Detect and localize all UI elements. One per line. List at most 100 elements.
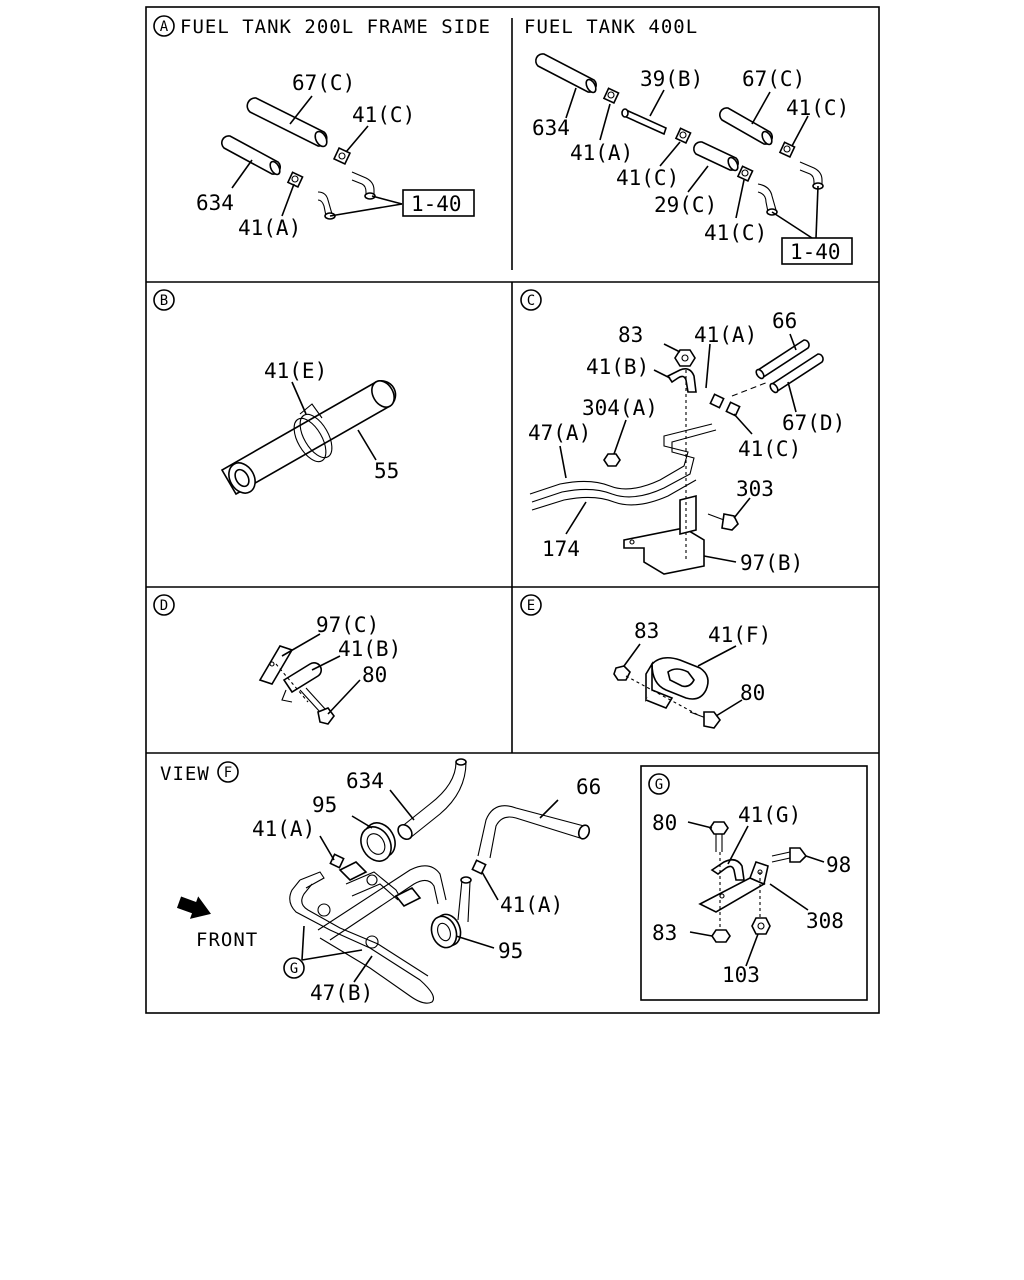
label-1-40: 1-40 xyxy=(790,240,841,264)
nut-83-icon xyxy=(711,929,731,943)
clamp-41c-icon xyxy=(725,401,741,417)
callout-g-circle xyxy=(283,957,305,979)
bolt-80-icon xyxy=(689,711,721,729)
clamp-41b-icon xyxy=(666,368,697,393)
front-arrow-icon xyxy=(176,896,211,919)
label-174: 174 xyxy=(542,537,580,561)
label-41g: 41(G) xyxy=(738,803,801,827)
panel-a-circle xyxy=(153,15,175,37)
nut-83-icon xyxy=(613,665,631,681)
label-83: 83 xyxy=(652,921,677,945)
label-80: 80 xyxy=(652,811,677,835)
hose-66-icon xyxy=(477,805,591,859)
callout-g-letter: G xyxy=(290,961,298,977)
label-95: 95 xyxy=(312,793,337,817)
pipe-39b-icon xyxy=(621,108,667,136)
label-67c: 67(C) xyxy=(292,71,355,95)
panel-e: E 83 41(F) 80 xyxy=(520,594,771,729)
label-41c: 41(C) xyxy=(352,103,415,127)
bent-hose-icon xyxy=(757,161,824,216)
panel-b: B 41(E) 55 xyxy=(153,289,399,496)
pipe-634-icon xyxy=(220,135,282,176)
label-41b: 41(B) xyxy=(338,637,401,661)
clamp-41c-icon xyxy=(736,165,754,183)
label-97b: 97(B) xyxy=(740,551,803,575)
panel-b-circle xyxy=(153,289,175,311)
grommet-95-icon xyxy=(360,822,396,862)
bracket-308-icon xyxy=(698,860,769,913)
panel-c-circle xyxy=(520,289,542,311)
pipe-634-icon xyxy=(534,53,598,94)
panel-f-circle xyxy=(217,761,239,783)
label-41c: 41(C) xyxy=(616,166,679,190)
label-634: 634 xyxy=(532,116,570,140)
label-41f: 41(F) xyxy=(708,623,771,647)
label-103: 103 xyxy=(722,963,760,987)
label-80: 80 xyxy=(740,681,765,705)
bolt-80-icon xyxy=(299,687,335,725)
diagram-frame xyxy=(145,6,880,1014)
panel-a2-title: FUEL TANK 400L xyxy=(524,16,698,38)
label-39b: 39(B) xyxy=(640,67,703,91)
label-47a: 47(A) xyxy=(528,421,591,445)
bracket-97b-icon xyxy=(623,494,705,575)
panel-a-circle-letter: A xyxy=(160,19,169,35)
label-41c: 41(C) xyxy=(704,221,767,245)
label-67c: 67(C) xyxy=(742,67,805,91)
pipe-55-icon xyxy=(220,380,397,496)
bolt-303-icon xyxy=(707,513,739,531)
pipe-47b-assembly-icon xyxy=(289,861,472,1004)
label-47b: 47(B) xyxy=(310,981,373,1005)
pipe-67c-icon xyxy=(718,107,774,146)
pipe-47a-174-icon xyxy=(529,423,717,511)
label-41c: 41(C) xyxy=(738,437,801,461)
panel-f-circle-letter: F xyxy=(224,765,232,781)
front-label: FRONT xyxy=(196,929,258,951)
label-97c: 97(C) xyxy=(316,613,379,637)
label-304a: 304(A) xyxy=(582,396,658,420)
panel-c-circle-letter: C xyxy=(527,293,535,309)
nut-304a-icon xyxy=(603,453,621,467)
label-29c: 29(C) xyxy=(654,193,717,217)
clamp-41f-icon xyxy=(645,656,709,709)
panel-g-circle xyxy=(648,773,670,795)
panel-b-circle-letter: B xyxy=(160,293,168,309)
label-41e: 41(E) xyxy=(264,359,327,383)
label-98: 98 xyxy=(826,853,851,877)
label-83: 83 xyxy=(634,619,659,643)
pipe-29c-icon xyxy=(692,141,740,172)
pipe-67c-icon xyxy=(246,97,328,148)
hose-634-icon xyxy=(397,758,467,841)
panel-a-fuel-tank-200l: A FUEL TANK 200L FRAME SIDE xyxy=(153,15,491,240)
panel-a-title: FUEL TANK 200L FRAME SIDE xyxy=(180,16,491,38)
bolt-98-icon xyxy=(771,847,808,863)
view-label: VIEW xyxy=(160,763,210,785)
panel-d: D 97(C) 41(B) 80 xyxy=(153,594,401,725)
label-83: 83 xyxy=(618,323,643,347)
pipe-67d-icon xyxy=(769,353,824,394)
label-634: 634 xyxy=(346,769,384,793)
panel-a-fuel-tank-400l: FUEL TANK 400L xyxy=(524,16,853,265)
clamp-41a-icon xyxy=(286,171,304,189)
panel-f-view: VIEW F xyxy=(160,758,601,1005)
clamp-41c-icon xyxy=(332,146,352,166)
ref-box-1-40 xyxy=(402,189,475,217)
label-308: 308 xyxy=(806,909,844,933)
label-41a: 41(A) xyxy=(500,893,563,917)
label-67d: 67(D) xyxy=(782,411,845,435)
clamp-41a-icon xyxy=(471,859,487,875)
ref-box-1-40 xyxy=(781,237,853,265)
label-41a: 41(A) xyxy=(694,323,757,347)
panel-d-circle-letter: D xyxy=(160,598,168,614)
label-41a: 41(A) xyxy=(570,141,633,165)
panel-e-circle xyxy=(520,594,542,616)
label-41c: 41(C) xyxy=(786,96,849,120)
panel-d-circle xyxy=(153,594,175,616)
label-41b: 41(B) xyxy=(586,355,649,379)
label-1-40: 1-40 xyxy=(411,192,462,216)
label-80: 80 xyxy=(362,663,387,687)
label-41a: 41(A) xyxy=(238,216,301,240)
panel-e-circle-letter: E xyxy=(527,598,535,614)
nut-103-icon xyxy=(751,917,771,935)
